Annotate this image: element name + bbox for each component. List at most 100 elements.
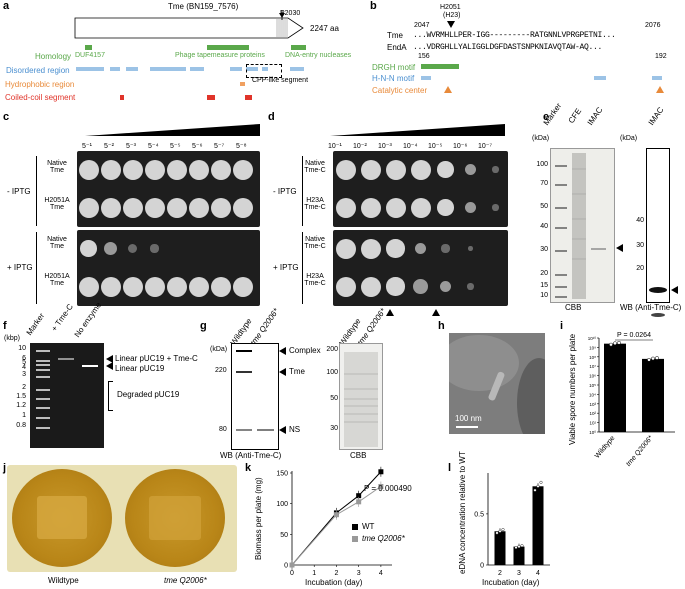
- bar: [604, 343, 626, 432]
- disordered-seg: [246, 67, 258, 71]
- ladder-label: 50: [330, 395, 338, 402]
- x-tick-label: 0: [290, 570, 294, 577]
- scale-label: 100 nm: [455, 414, 482, 423]
- colony-spot: [360, 197, 381, 218]
- y-tick-label: 100: [276, 501, 288, 508]
- unit-label: (kDa): [210, 346, 228, 353]
- complex-label: Complex: [289, 346, 321, 355]
- hnn-bar: [594, 76, 606, 80]
- colony-spot: [360, 159, 381, 180]
- ladder-label: 10: [18, 345, 26, 352]
- legend-mutant-marker: [352, 536, 358, 542]
- y-tick-label: 150: [276, 471, 288, 478]
- data-point: [333, 512, 339, 518]
- x-tick-label: 1: [312, 570, 316, 577]
- colony-spot: [464, 163, 477, 176]
- disordered-seg: [290, 67, 304, 71]
- domain-tapemeasure: [207, 45, 249, 50]
- band-arrow-icon: [616, 244, 623, 252]
- colony-spot: [210, 276, 231, 297]
- data-point: [356, 493, 362, 499]
- data-point: [289, 562, 295, 568]
- colony-spot: [144, 159, 165, 180]
- bracket: [108, 381, 113, 411]
- data-point: [647, 357, 651, 362]
- linear-puc19-label: Linear pUC19: [115, 364, 165, 373]
- unit-label: (kDa): [620, 135, 638, 142]
- enda-label: EndA: [387, 43, 407, 52]
- domain-duf4157: [85, 45, 92, 50]
- dilution-label: 5⁻²: [104, 143, 114, 150]
- scale-bar: [456, 426, 478, 428]
- ladder-label: 30: [330, 425, 338, 432]
- colony-spot: [385, 159, 406, 180]
- disordered-seg: [76, 67, 104, 71]
- motif-drgh-label: DRGH motif: [372, 63, 416, 72]
- colony-spot: [437, 161, 454, 178]
- panel-label-a: a: [3, 0, 10, 12]
- x-tick-label: 3: [517, 570, 521, 577]
- colony-spot: [410, 197, 431, 218]
- data-point: [609, 342, 613, 347]
- bracket: [36, 232, 37, 304]
- dilution-label: 5⁻¹: [82, 143, 92, 150]
- panel-label-h: h: [438, 320, 445, 332]
- colony-spot: [335, 159, 356, 180]
- plate-minus-iptg: [333, 151, 508, 227]
- protein-length: 2247 aa: [310, 24, 339, 33]
- track-homology-label: Homology: [35, 52, 72, 61]
- plus-iptg-label: + IPTG: [273, 263, 299, 272]
- colony-spot: [232, 159, 253, 180]
- colony-spot: [166, 197, 187, 218]
- colony-spot: [414, 242, 427, 255]
- dilution-label: 5⁻⁵: [170, 143, 181, 150]
- arrowhead-icon: [386, 309, 394, 316]
- bracket: [36, 156, 37, 226]
- colony-spot: [144, 276, 165, 297]
- ladder-label: 100: [326, 369, 338, 376]
- y-axis-label: eDNA concentration relative to WT: [458, 451, 467, 574]
- ns-label: NS: [289, 425, 301, 434]
- ladder-label: 70: [540, 180, 548, 187]
- panel-label-l: l: [448, 462, 452, 474]
- strain-native-label: Native Tme: [47, 160, 67, 174]
- cbb-caption: CBB: [565, 303, 582, 312]
- data-point: [498, 529, 502, 533]
- data-point: [539, 480, 543, 484]
- colony-spot: [166, 276, 187, 297]
- data-point: [378, 469, 384, 475]
- ladder-label: 30: [636, 242, 644, 249]
- wb-caption: WB (Anti-Tme-C): [220, 451, 282, 460]
- data-point: [514, 546, 518, 550]
- protein-schematic: [74, 10, 304, 39]
- colony-spot: [232, 276, 253, 297]
- pvalue-label: P = 0.0264: [617, 332, 651, 339]
- degraded-puc19-label: Degraded pUC19: [117, 390, 180, 399]
- y-tick-label: 10⁶: [589, 374, 596, 379]
- bracket: [302, 232, 303, 304]
- panel-label-e: e: [543, 111, 550, 123]
- disordered-seg: [150, 67, 186, 71]
- band-arrow-icon: [106, 362, 113, 370]
- colony-spot: [468, 246, 473, 251]
- ladder-label: 15: [540, 282, 548, 289]
- panel-label-b: b: [370, 0, 377, 12]
- dilution-label: 5⁻⁸: [236, 143, 247, 150]
- dilution-label: 10⁻⁵: [428, 143, 443, 150]
- y-tick-label: 10¹⁰: [588, 336, 597, 341]
- colony-spot: [122, 197, 143, 218]
- colony-spot: [492, 204, 499, 211]
- colony-spot: [100, 159, 121, 180]
- track-coiled-coil-label: Coiled-coil segment: [5, 93, 76, 102]
- colony-spot: [122, 276, 143, 297]
- motif-catalytic-label: Catalytic center: [372, 86, 428, 95]
- dilution-label: 10⁻¹: [328, 143, 342, 150]
- colony-patch: [37, 496, 87, 539]
- panel-label-i: i: [560, 320, 564, 332]
- colony-spot: [100, 197, 121, 218]
- colony-spot: [78, 197, 99, 218]
- domain-dna-entry: [291, 45, 306, 50]
- band-arrow-icon: [279, 368, 286, 376]
- strain-native-label: Native Tme-C: [304, 160, 326, 174]
